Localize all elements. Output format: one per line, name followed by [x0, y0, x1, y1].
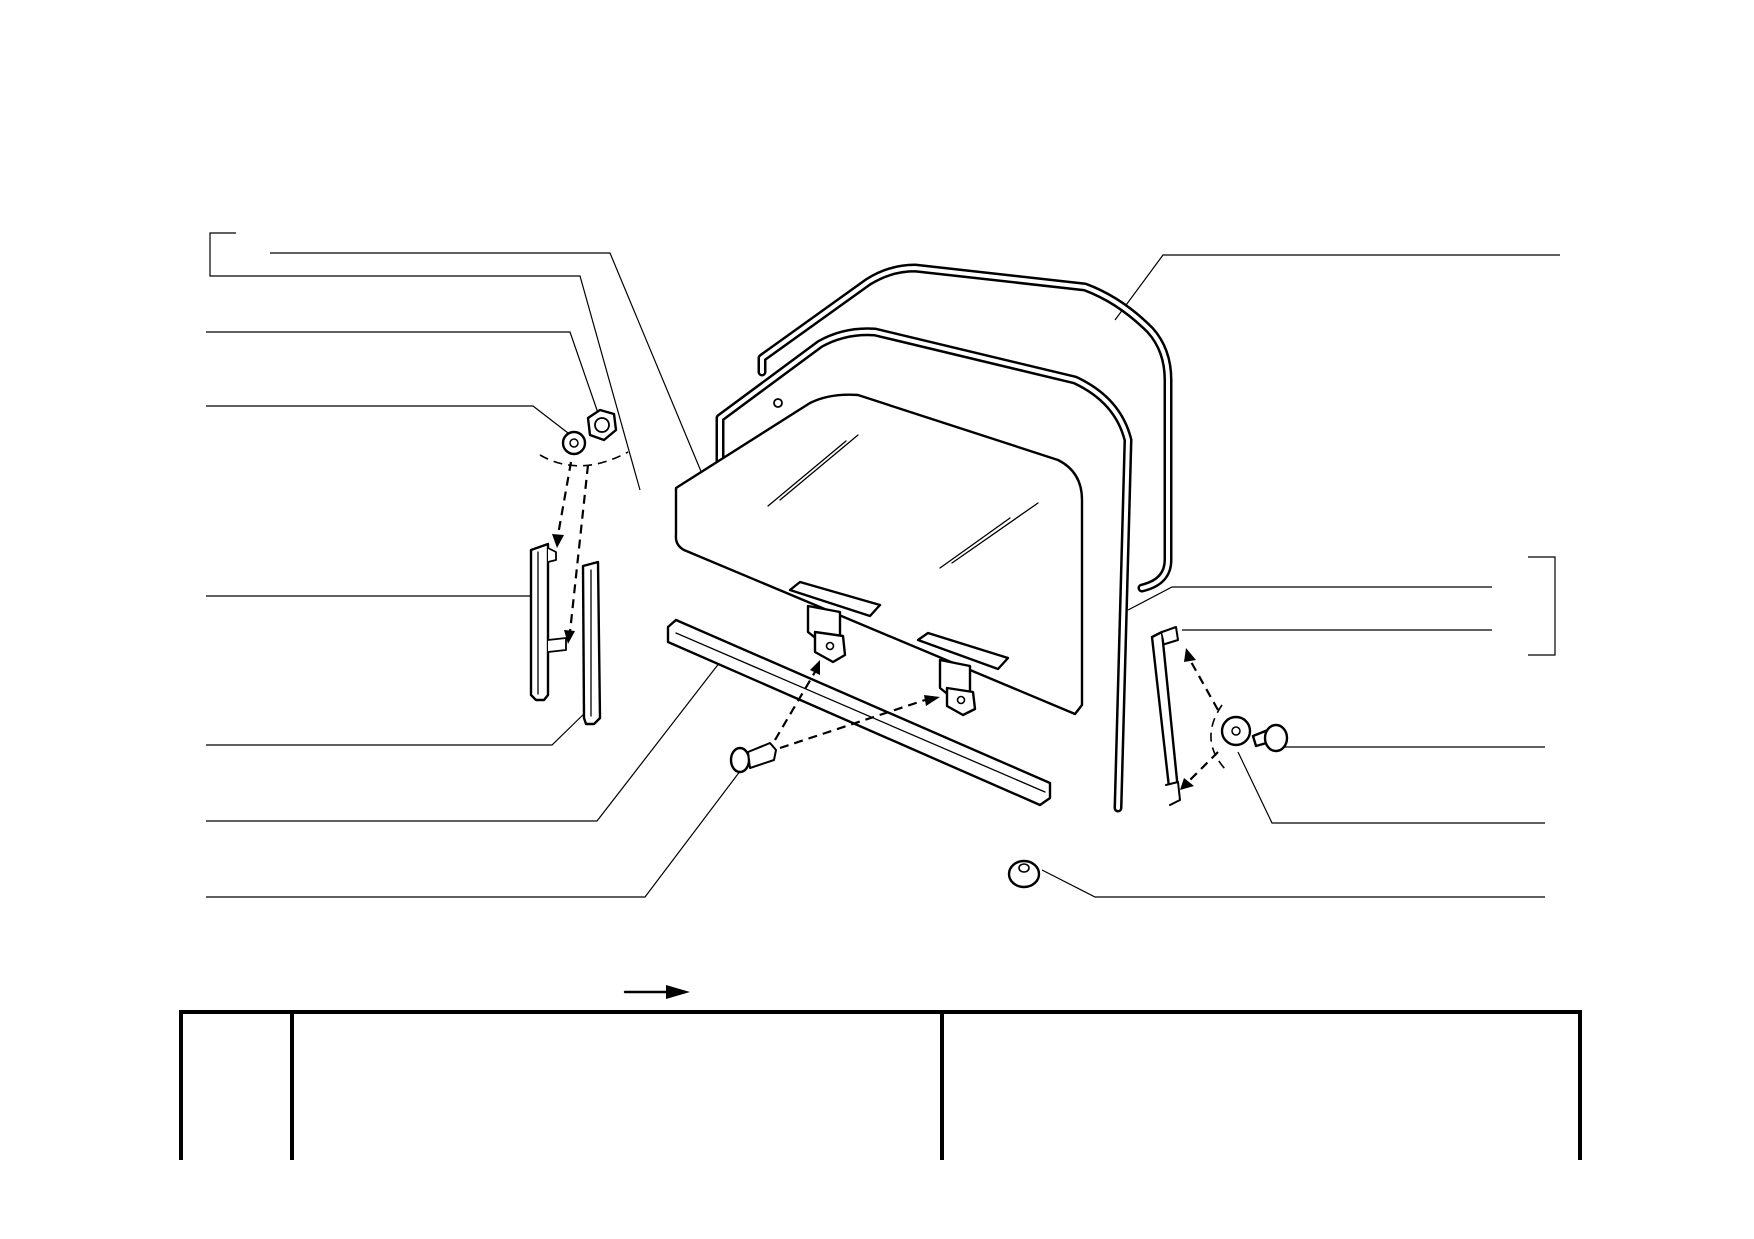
callout-lock-washer: [206, 405, 569, 434]
glass-lift-channel: [666, 618, 1052, 807]
rear-guide-channel: [1150, 626, 1181, 806]
callout-countersunk-screw: [206, 757, 751, 898]
callout-guide-channel-right: [206, 707, 591, 746]
direction-arrow: [623, 985, 690, 999]
washer: [1220, 715, 1252, 747]
callout-lines: [206, 232, 1560, 898]
door-glass: [674, 393, 1084, 716]
outer-seal: [757, 263, 1173, 593]
countersunk-screw: [729, 742, 777, 774]
callout-bracket-left: [209, 232, 641, 491]
callout-bracket-right: [1528, 556, 1556, 656]
glass-lift-bracket-rear: [916, 631, 1010, 717]
front-guide-channel-left: [529, 542, 567, 702]
rubber-grommet: [1007, 859, 1041, 889]
callout-glass: [270, 252, 711, 494]
inner-run-channel: [715, 327, 1133, 813]
hex-nut: [586, 408, 618, 442]
callout-washer: [1237, 751, 1545, 824]
title-block-frame: [179, 1010, 1582, 1160]
callout-grommet: [1041, 869, 1545, 898]
glass-lift-bracket-front: [788, 580, 882, 664]
callout-lift-channel: [206, 661, 721, 822]
front-guide-channel-right: [581, 560, 602, 726]
lock-washer: [561, 430, 587, 456]
title-block: [179, 1010, 1582, 1160]
pan-head-screw: [1251, 723, 1289, 753]
callout-outer-seal: [1114, 254, 1560, 321]
callout-rear-lower-channel: [1127, 586, 1492, 611]
callout-hex-nut: [206, 331, 599, 414]
